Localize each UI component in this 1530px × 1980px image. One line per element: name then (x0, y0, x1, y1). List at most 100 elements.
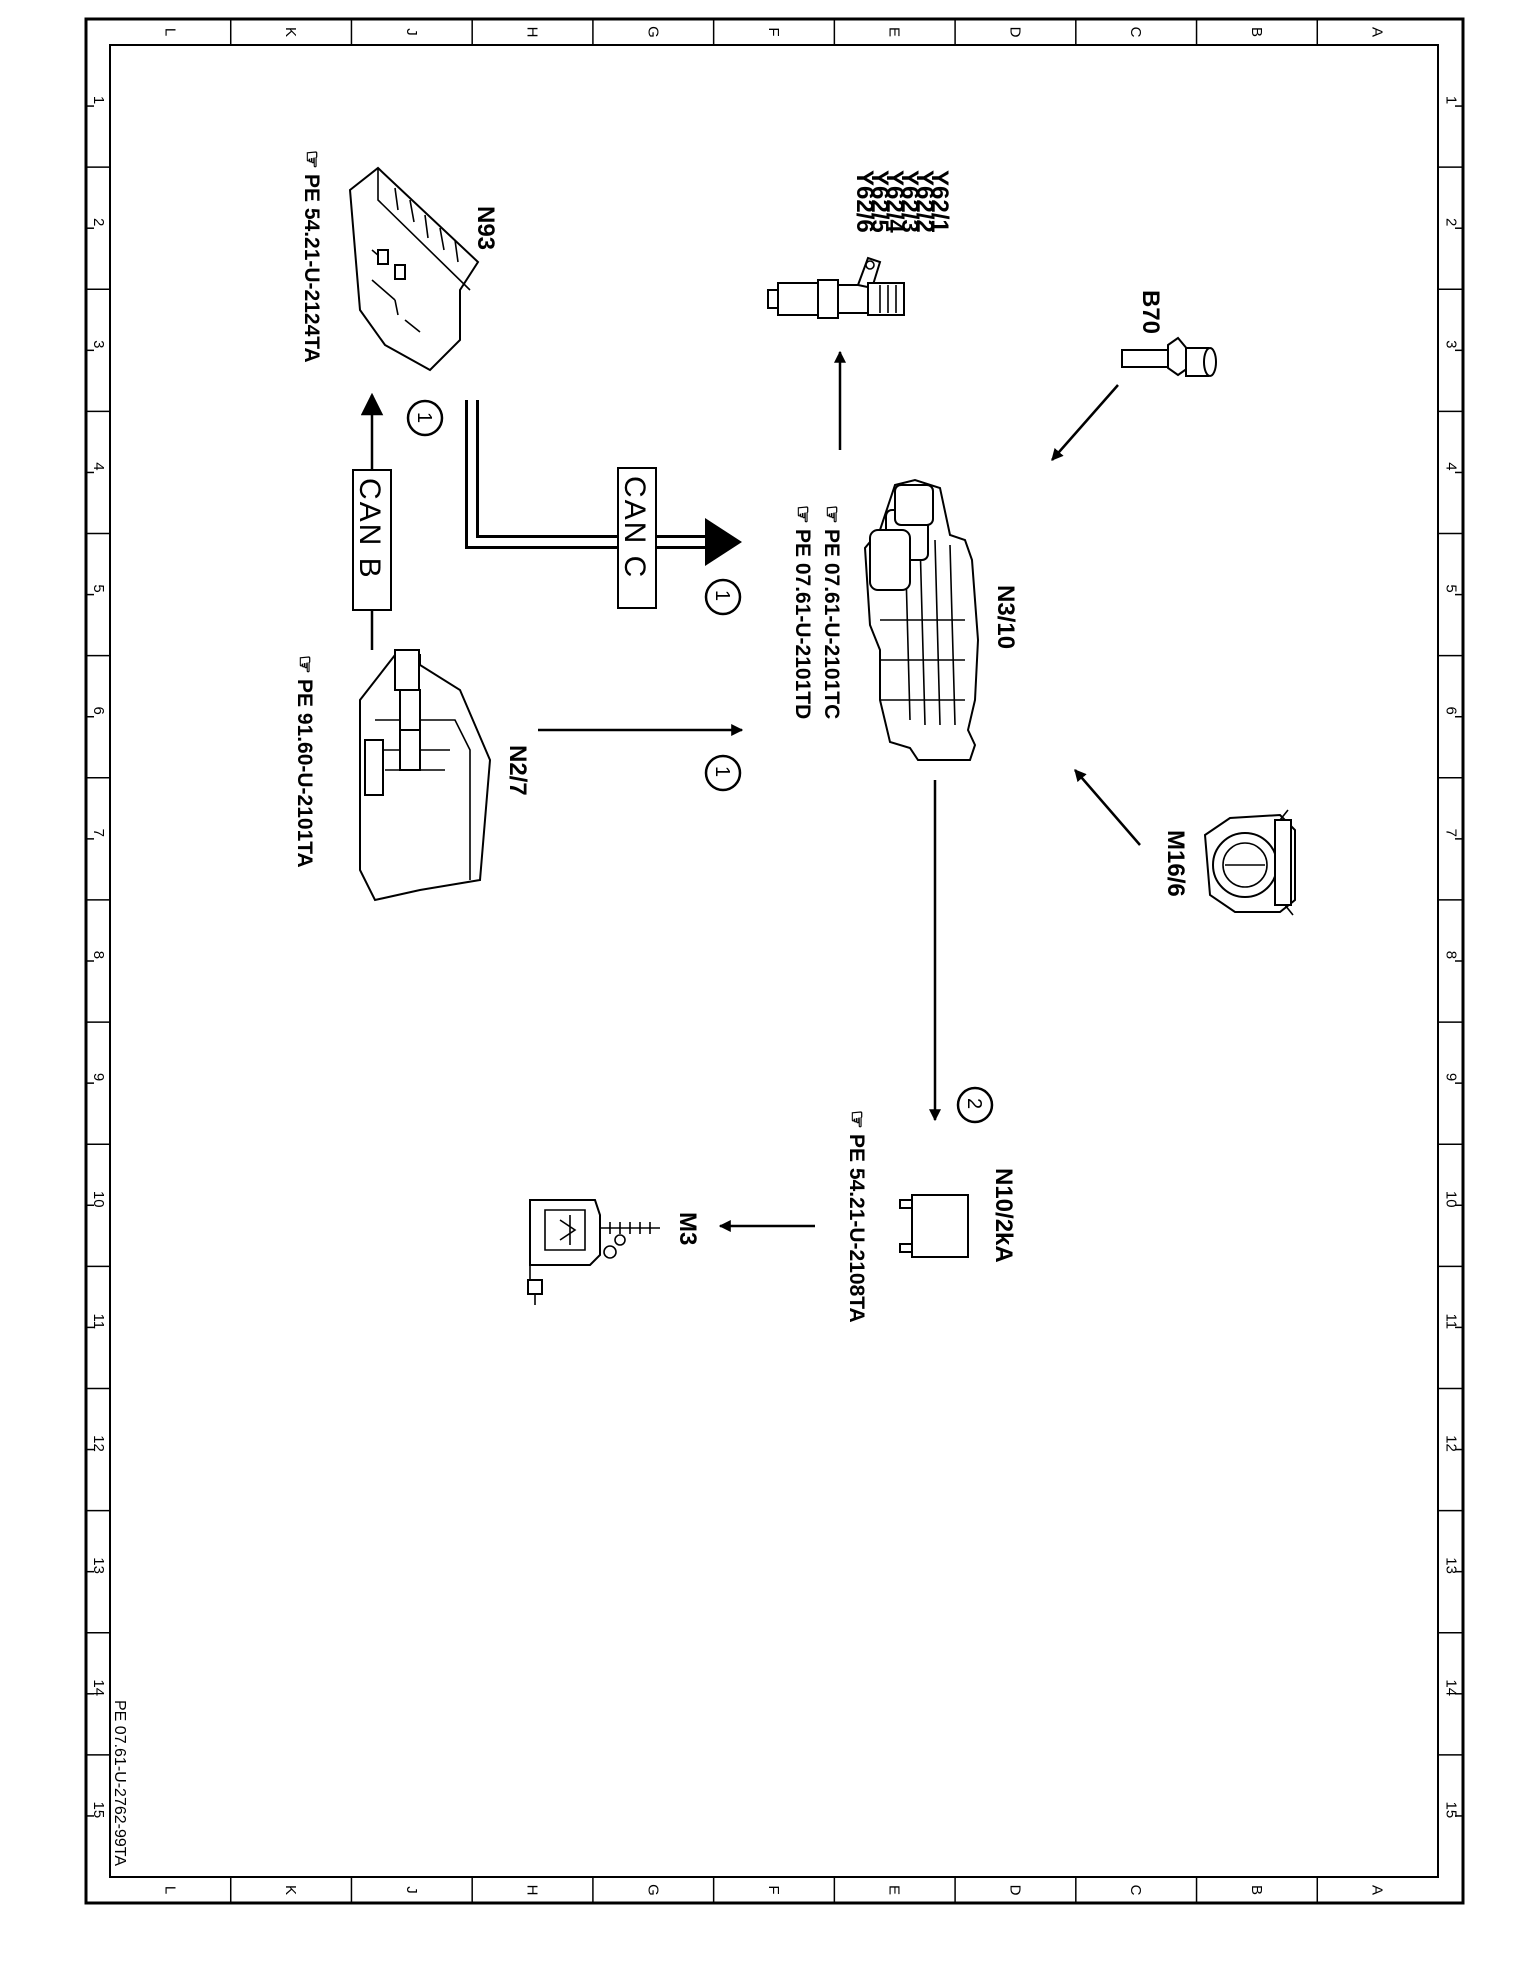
grid-col-label-top: C (1127, 27, 1144, 38)
b70-arrow (1051, 384, 1119, 461)
n2-7-ref-text: PE 91.60-U-2101TA (293, 679, 316, 868)
grid-row-label-left: 2 (90, 218, 107, 226)
pointer-icon: ☞ (791, 505, 814, 524)
grid-col-label-top: K (282, 27, 299, 37)
n10-2ka-label: N10/2kA (990, 1168, 1017, 1263)
grid-row-label-left: 11 (90, 1314, 107, 1330)
m16-6-arrow (1074, 769, 1141, 846)
grid-row-label-left: 6 (90, 706, 107, 714)
can-c-marker-text: 1 (711, 590, 733, 601)
b70-label: B70 (1137, 290, 1164, 334)
grid-col-label-top: F (765, 27, 782, 36)
can-b-marker (406, 399, 444, 437)
pointer-icon: ☞ (845, 1110, 868, 1129)
grid-row-label-right: 7 (1443, 829, 1460, 837)
grid-row-label-left: 9 (90, 1073, 107, 1081)
grid-col-label-bottom: A (1369, 1885, 1386, 1895)
n93-ref: ☞ PE 54.21-U-2124TA (300, 150, 323, 363)
grid-col-label-bottom: K (282, 1885, 299, 1895)
grid-ticks (86, 19, 1463, 1903)
grid-row-label-right: 15 (1443, 1802, 1460, 1819)
n2-7-label: N2/7 (504, 745, 531, 796)
m16-6-label: M16/6 (1162, 830, 1189, 897)
n10-2ka-ref: ☞ PE 54.21-U-2108TA (845, 1110, 868, 1323)
n2-7-marker-text: 1 (711, 766, 733, 777)
grid-col-label-top: H (524, 27, 541, 38)
inner-frame (109, 44, 1439, 1878)
grid-col-label-top: D (1006, 27, 1023, 38)
grid-col-label-top: L (161, 28, 178, 36)
grid-row-label-left: 3 (90, 340, 107, 348)
can-c-marker (704, 578, 742, 616)
can-b-label: CAN B (353, 478, 386, 580)
grid-row-label-left: 4 (90, 462, 107, 470)
n93-module-icon (348, 166, 480, 372)
grid-col-label-bottom: D (1006, 1885, 1023, 1896)
grid-row-label-right: 3 (1443, 340, 1460, 348)
grid-col-label-bottom: F (765, 1885, 782, 1894)
grid-col-label-bottom: G (644, 1884, 661, 1896)
grid-row-label-left: 12 (90, 1435, 107, 1452)
n93-ref-text: PE 54.21-U-2124TA (300, 174, 323, 363)
n3-10-ecu-icon (863, 478, 980, 761)
grid-row-label-right: 2 (1443, 218, 1460, 226)
b70-sensor-icon (1121, 336, 1217, 377)
grid-row-label-left: 13 (90, 1557, 107, 1574)
pointer-icon: ☞ (820, 505, 843, 524)
grid-row-label-right: 6 (1443, 706, 1460, 714)
grid-row-label-right: 5 (1443, 584, 1460, 592)
m16-6-throttle-icon (1203, 809, 1296, 916)
grid-col-label-bottom: H (524, 1885, 541, 1896)
n3-10-ref-1: ☞ PE 07.61-U-2101TC (820, 505, 843, 719)
n3-10-ref-1-text: PE 07.61-U-2101TC (820, 529, 843, 719)
n10-marker-text: 2 (963, 1098, 985, 1109)
can-b-marker-text: 1 (413, 412, 435, 423)
grid-col-label-top: A (1369, 27, 1386, 37)
grid-col-label-top: J (403, 28, 420, 36)
grid-col-label-bottom: C (1127, 1885, 1144, 1896)
n2-7-marker (704, 754, 742, 792)
grid-row-label-right: 10 (1443, 1191, 1460, 1208)
grid-row-label-right: 1 (1443, 96, 1460, 104)
grid-row-label-left: 15 (90, 1802, 107, 1819)
grid-row-label-left: 8 (90, 951, 107, 959)
can-c-arrowhead (705, 518, 742, 566)
pointer-icon: ☞ (300, 150, 323, 169)
grid-row-label-left: 7 (90, 829, 107, 837)
pointer-icon: ☞ (293, 655, 316, 674)
grid-row-label-left: 1 (90, 96, 107, 104)
n3-10-label: N3/10 (992, 585, 1019, 649)
grid-row-label-right: 12 (1443, 1435, 1460, 1452)
y62-label-2: Y62/2 (911, 170, 938, 233)
grid-col-label-top: E (886, 27, 903, 37)
can-b-box (352, 469, 392, 611)
grid-row-label-right: 4 (1443, 462, 1460, 470)
y62-label-4: Y62/4 (881, 170, 908, 233)
grid-col-label-bottom: B (1248, 1885, 1265, 1895)
grid-col-label-bottom: L (161, 1886, 178, 1894)
n10-2ka-ref-text: PE 54.21-U-2108TA (845, 1134, 868, 1323)
grid-row-label-right: 9 (1443, 1073, 1460, 1081)
n2-7-ref: ☞ PE 91.60-U-2101TA (293, 655, 316, 868)
grid-row-label-right: 14 (1443, 1679, 1460, 1696)
grid-col-label-bottom: J (403, 1886, 420, 1894)
y62-label-3: Y62/3 (896, 170, 923, 233)
grid-row-label-left: 14 (90, 1679, 107, 1696)
y62-label-1: Y62/1 (926, 170, 953, 233)
grid-row-label-right: 13 (1443, 1557, 1460, 1574)
y62-label-6: Y62/6 (851, 170, 878, 233)
can-c-label: CAN C (618, 476, 651, 579)
can-c-box (617, 467, 657, 609)
grid-row-label-right: 8 (1443, 951, 1460, 959)
n10-2ka-relay-icon (899, 1194, 969, 1258)
can-c-line (465, 400, 705, 549)
can-c-line-inner (468, 400, 705, 546)
grid-row-label-left: 10 (90, 1191, 107, 1208)
m3-label: M3 (674, 1212, 701, 1245)
footer-ref: PE 07.61-U-2762-99TA (111, 1700, 128, 1866)
grid-row-label-left: 5 (90, 584, 107, 592)
grid-col-label-top: G (644, 26, 661, 38)
